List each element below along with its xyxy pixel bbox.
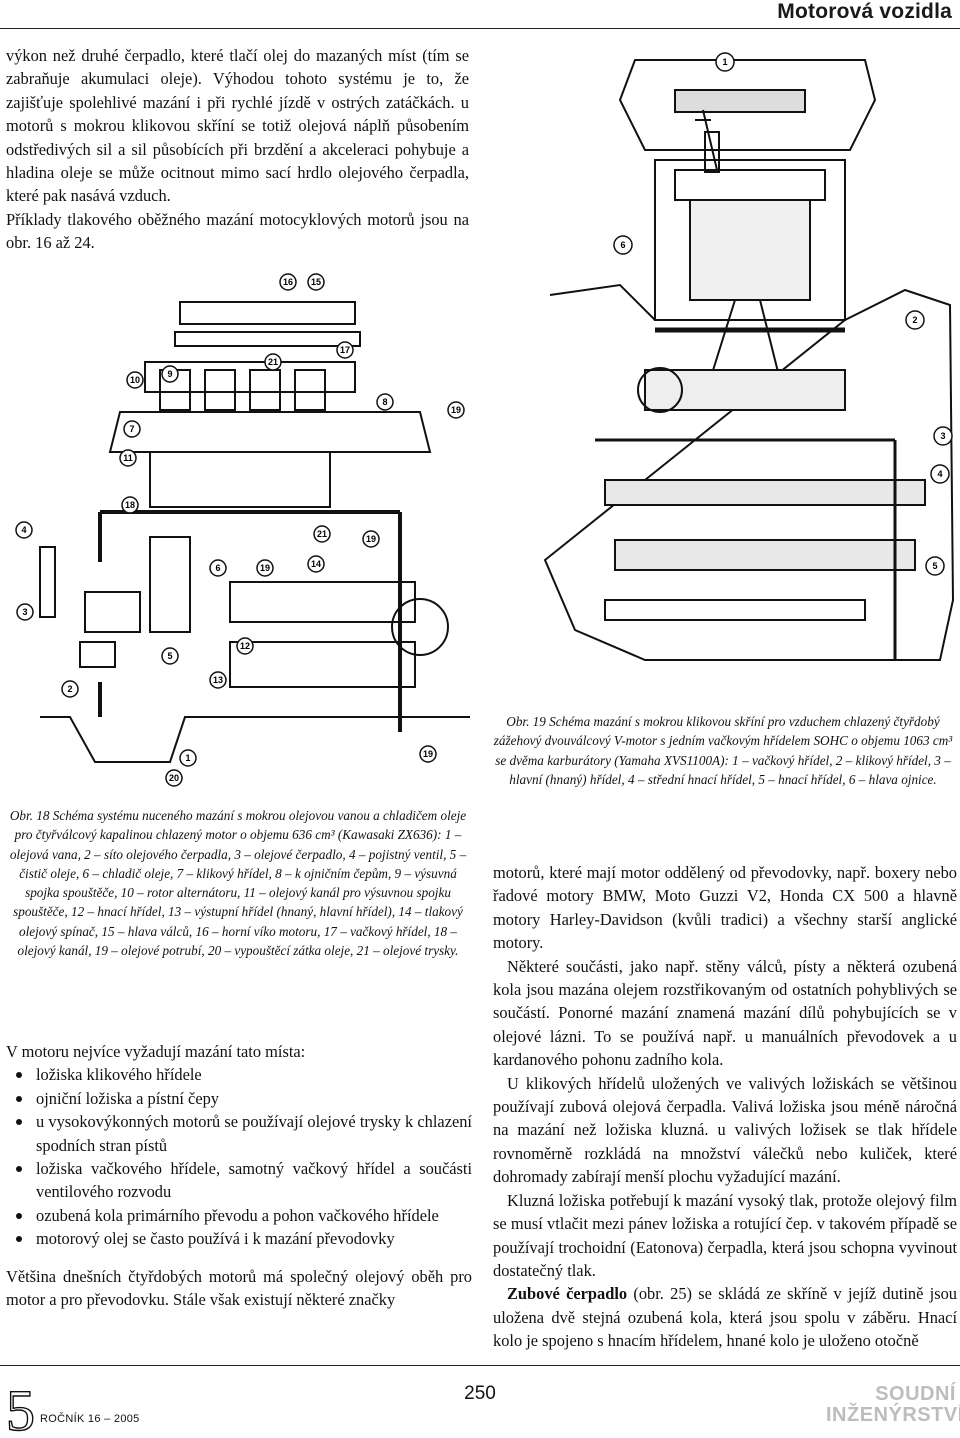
callout-label: 21 <box>317 529 327 539</box>
figure-18-callouts: 16 15 17 10 9 21 8 19 7 11 18 4 21 19 6 … <box>15 273 465 787</box>
callout-label: 18 <box>125 500 135 510</box>
journal-name-line-2: INŽENÝRSTVÍ <box>826 1404 960 1426</box>
gear-pump-term: Zubové čerpadlo <box>507 1284 628 1304</box>
callout-label: 16 <box>283 277 293 287</box>
page-number: 250 <box>464 1383 496 1404</box>
camshaft-cover-part <box>179 301 356 325</box>
callout-label: 10 <box>130 375 140 385</box>
callout-label: 1 <box>185 753 190 763</box>
callout-label: 15 <box>311 277 321 287</box>
callout-label: 9 <box>167 369 172 379</box>
callout-label: 20 <box>169 773 179 783</box>
right-paragraph-5: Zubové čerpadlo (obr. 25) se skládá ze s… <box>493 1282 957 1352</box>
callout-label: 11 <box>123 453 133 463</box>
callout-label: 19 <box>366 534 376 544</box>
journal-name-line-1: SOUDNÍ <box>875 1383 956 1405</box>
callout-label: 13 <box>213 675 223 685</box>
callout-label: 17 <box>340 345 350 355</box>
figure-18-diagram: 16 15 17 10 9 21 8 19 7 11 18 4 21 19 6 … <box>15 273 470 787</box>
lubrication-list: ložiska klikového hřídele ojniční ložisk… <box>6 1063 472 1250</box>
callout-label: 12 <box>240 641 250 651</box>
figure-19-callouts: 1 6 2 3 4 5 <box>613 52 953 576</box>
callout-label: 2 <box>912 315 917 325</box>
running-header: Motorová vozidla <box>777 0 952 23</box>
callout-label: 7 <box>129 424 134 434</box>
callout-label: 3 <box>22 607 27 617</box>
callout-label: 1 <box>722 57 727 67</box>
intro-paragraph-1: výkon než druhé čerpadlo, které tlačí ol… <box>6 46 469 206</box>
right-paragraph-1: motorů, které mají motor oddělený od pře… <box>493 863 957 953</box>
right-column-text: motorů, které mají motor oddělený od pře… <box>493 861 957 1353</box>
callout-label: 14 <box>311 559 321 569</box>
callout-label: 3 <box>940 431 945 441</box>
callout-label: 8 <box>382 397 387 407</box>
journal-name: SOUDNÍ INŽENÝRSTVÍ <box>826 1383 960 1426</box>
callout-label: 19 <box>451 405 461 415</box>
callout-label: 4 <box>21 525 26 535</box>
list-item: ozubená kola primárního převodu a pohon … <box>6 1204 472 1227</box>
lubrication-section: V motoru nejvíce vyžadují mazání tato mí… <box>6 1040 472 1311</box>
callout-label: 6 <box>620 240 625 250</box>
list-item: motorový olej se často používá i k mazán… <box>6 1227 472 1250</box>
figure-18-caption: Obr. 18 Schéma systému nuceného mazání s… <box>9 808 467 959</box>
issue-label: ROČNÍK 16 – 2005 <box>40 1413 140 1425</box>
header-rule <box>0 28 960 29</box>
right-paragraph-3: U klikových hřídelů uložených ve valivýc… <box>493 1073 957 1187</box>
list-item: ložiska klikového hřídele <box>6 1063 472 1086</box>
callout-label: 6 <box>215 563 220 573</box>
callout-label: 19 <box>260 563 270 573</box>
callout-label: 19 <box>423 749 433 759</box>
lubrication-closing: Většina dnešních čtyřdobých motorů má sp… <box>6 1266 472 1310</box>
issue-number-logo: 5 <box>5 1384 35 1434</box>
list-item: u vysokovýkonných motorů se používají ol… <box>6 1110 472 1157</box>
callout-label: 2 <box>67 684 72 694</box>
footer-rule <box>0 1365 960 1366</box>
issue-digit: 5 <box>6 1384 35 1434</box>
figure-19-caption: Obr. 19 Schéma mazání s mokrou klikovou … <box>493 714 953 787</box>
intro-paragraph-2: Příklady tlakového oběžného mazání motoc… <box>6 209 469 253</box>
right-paragraph-2: Některé součásti, jako např. stěny válců… <box>493 956 957 1070</box>
right-paragraph-4: Kluzná ložiska potřebují k mazání vysoký… <box>493 1190 957 1280</box>
list-item: ojniční ložiska a pístní čepy <box>6 1087 472 1110</box>
callout-label: 5 <box>167 651 172 661</box>
list-item: ložiska vačkového hřídele, samotný vačko… <box>6 1157 472 1204</box>
lubrication-lead: V motoru nejvíce vyžadují mazání tato mí… <box>6 1042 306 1061</box>
callout-label: 21 <box>268 357 278 367</box>
intro-text: výkon než druhé čerpadlo, které tlačí ol… <box>6 44 469 255</box>
callout-label: 5 <box>932 561 937 571</box>
figure-19-diagram: 1 6 2 3 4 5 <box>543 52 955 661</box>
callout-label: 4 <box>937 469 942 479</box>
gear-pump-description: (obr. 25) se skládá ze skříně v jejíž du… <box>493 1284 957 1351</box>
